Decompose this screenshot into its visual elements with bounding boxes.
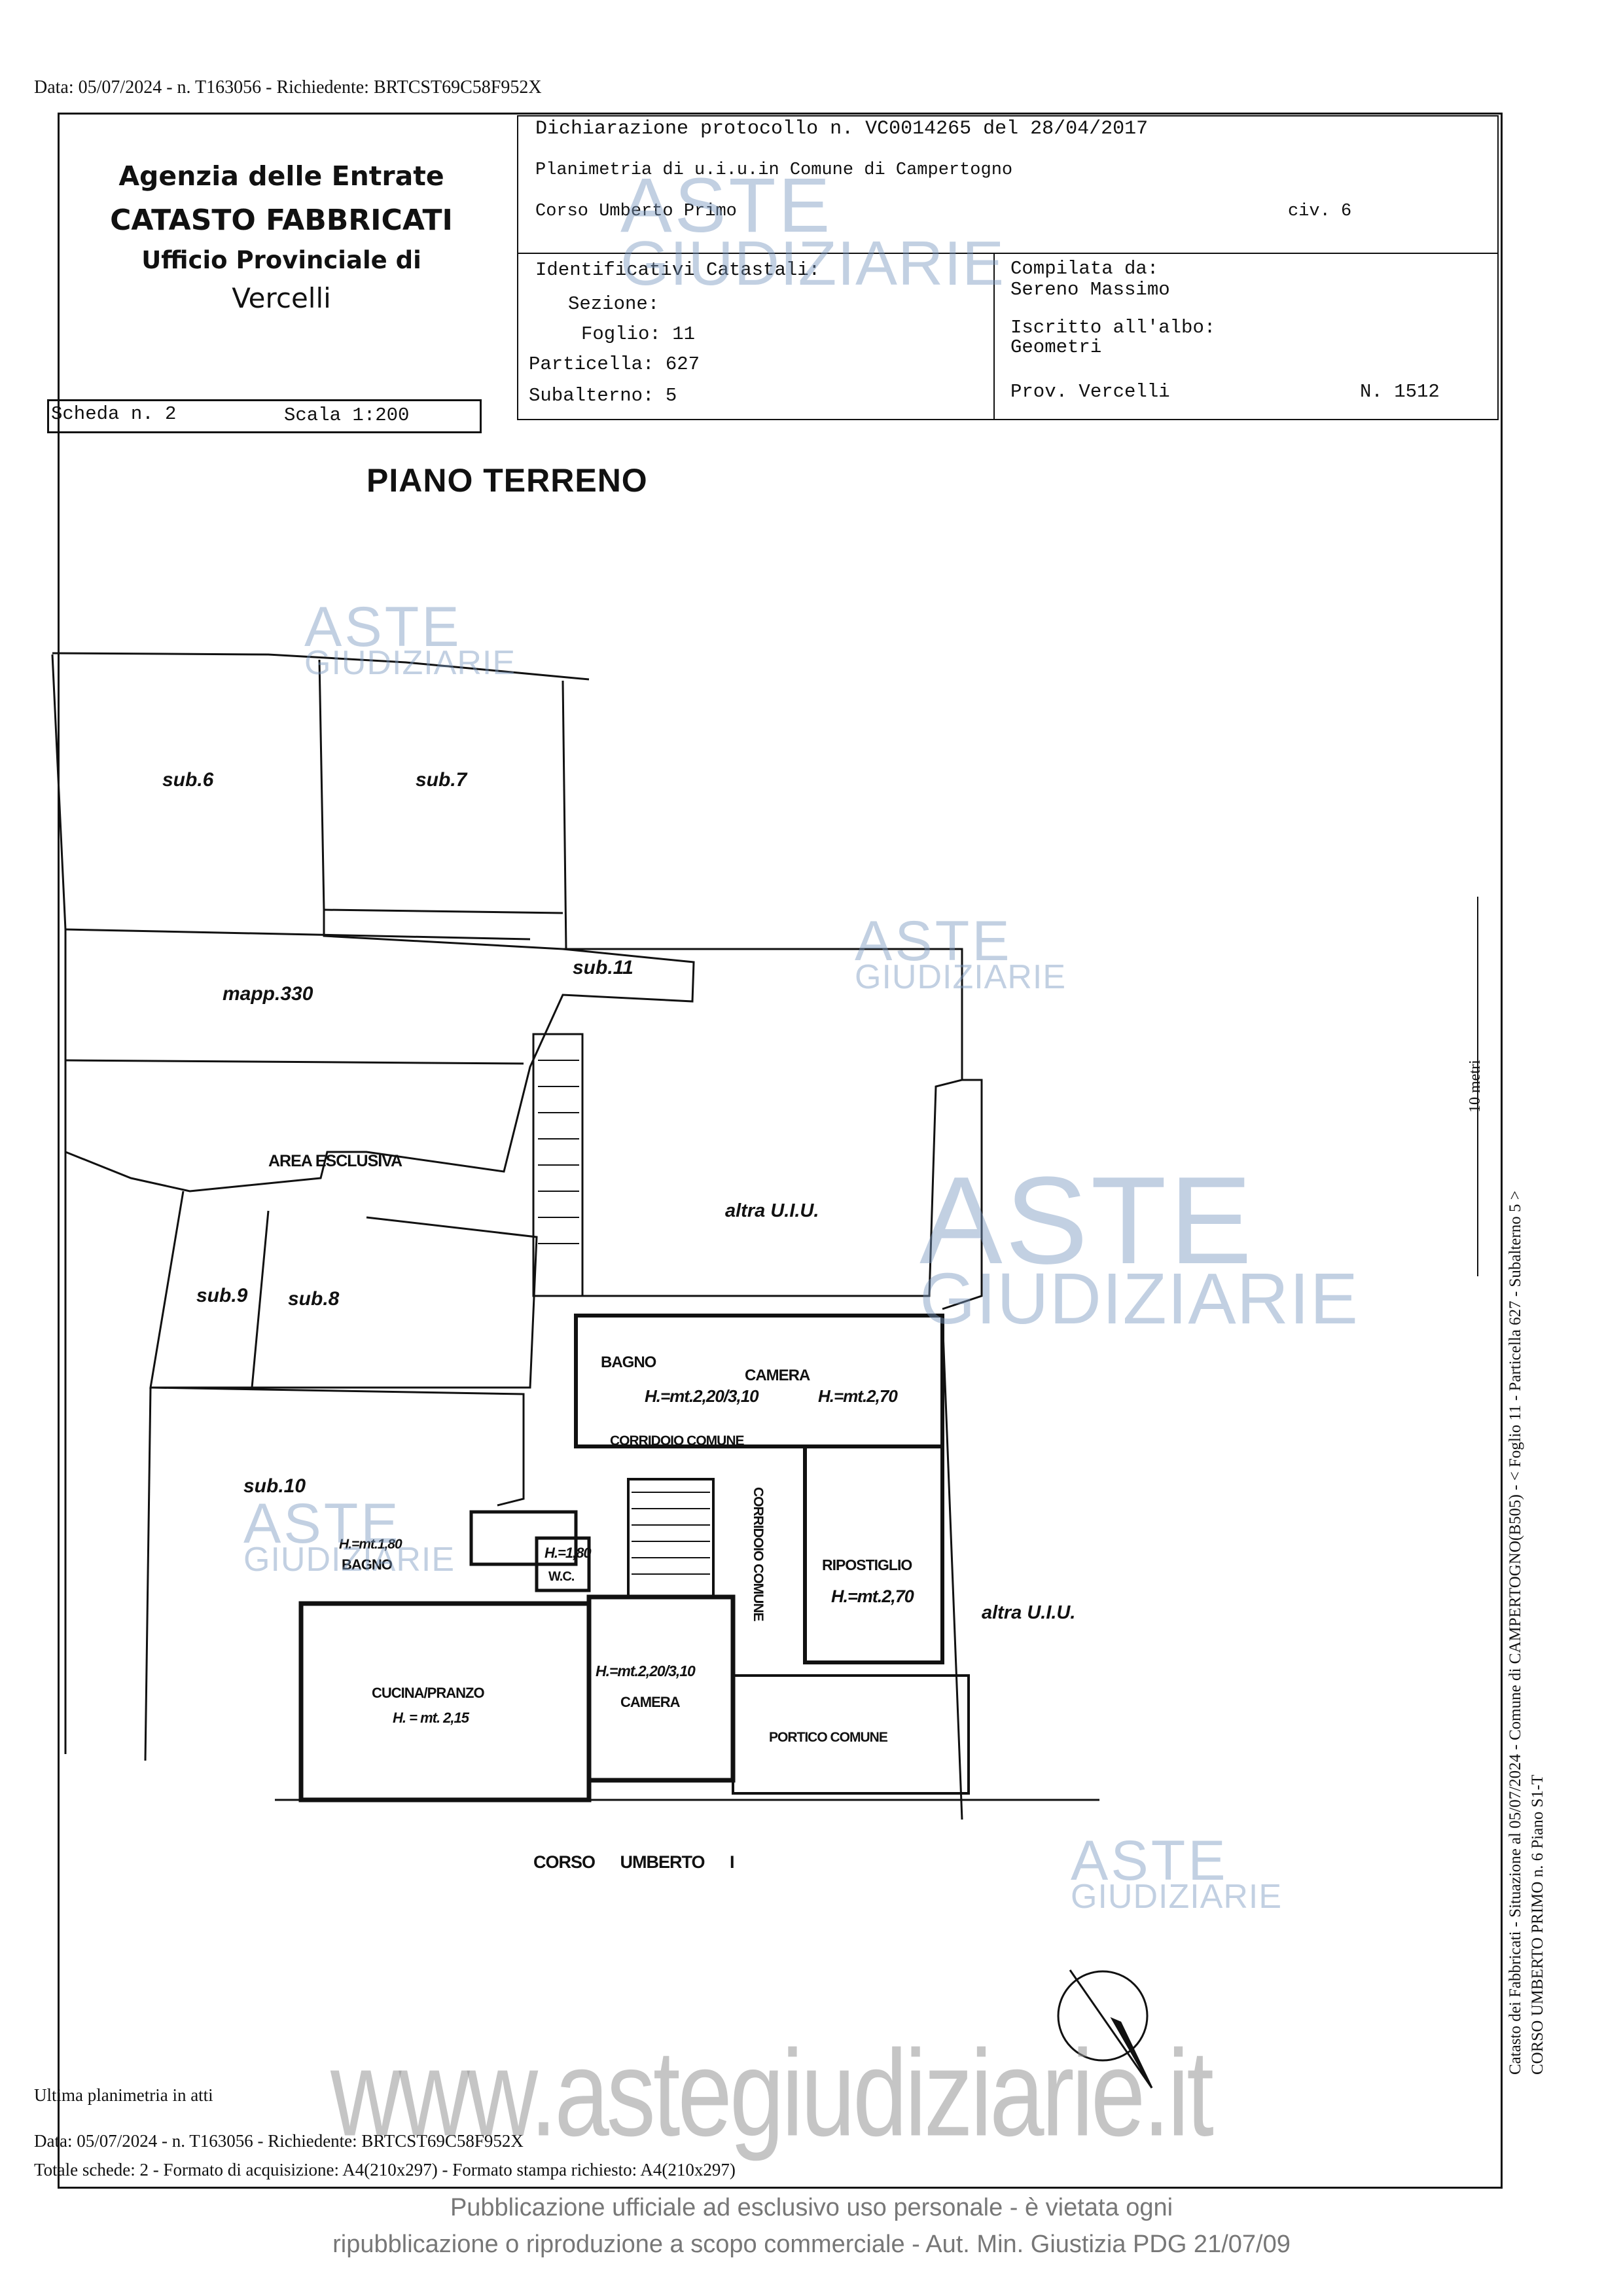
agency-city: Vercelli: [232, 282, 331, 314]
label-bagno-top: BAGNO: [601, 1354, 656, 1371]
label-wc: W.C.: [548, 1570, 575, 1584]
label-altra-uiu-right: altra U.I.U.: [982, 1602, 1076, 1623]
civic-number: civ. 6: [1288, 202, 1352, 221]
label-corridoio-h: CORRIDOIO COMUNE: [610, 1433, 744, 1448]
sezione: Sezione:: [568, 293, 660, 315]
agency-name: Agenzia delle Entrate: [118, 160, 444, 192]
identifiers-title: Identificativi Catastali:: [535, 259, 821, 281]
watermark-center: ASTE GIUDIZIARIE: [855, 910, 1067, 996]
top-stamp: Data: 05/07/2024 - n. T163056 - Richiede…: [34, 77, 542, 98]
watermark-lower-right: ASTE GIUDIZIARIE: [1071, 1829, 1283, 1916]
label-cucina: CUCINA/PRANZO: [372, 1685, 485, 1701]
label-sub11: sub.11: [573, 957, 633, 978]
label-h-camera-a: H.=mt.2,20/3,10: [645, 1386, 759, 1406]
label-camera-top: CAMERA: [745, 1367, 810, 1384]
label-street: CORSO UMBERTO I: [533, 1852, 735, 1872]
plan-title: PIANO TERRENO: [366, 462, 648, 499]
footer-notice-line2: ripubblicazione o riproduzione a scopo c…: [332, 2231, 1291, 2258]
label-sub10: sub.10: [243, 1475, 306, 1497]
street-line: Corso Umberto Primo: [535, 202, 737, 221]
agency-office: Ufficio Provinciale di: [141, 246, 421, 274]
label-sub7: sub.7: [416, 769, 467, 791]
label-h-camera-b: H.=mt.2,70: [818, 1386, 898, 1406]
label-sub6: sub.6: [162, 769, 214, 791]
label-h-camera-low: H.=mt.2,20/3,10: [596, 1662, 696, 1679]
compiler-box: [993, 253, 1499, 420]
compiled-title: Compilata da:: [1010, 258, 1159, 279]
label-bagno: BAGNO: [342, 1556, 393, 1573]
particella: Particella: 627: [529, 353, 700, 375]
label-h-cucina: H. = mt. 2,15: [393, 1710, 469, 1726]
watermark-upper-left: ASTE GIUDIZIARIE: [304, 596, 516, 682]
watermark-sub: GIUDIZIARIE: [620, 228, 1005, 298]
side-text-line2: CORSO UMBERTO PRIMO n. 6 Piano S1-T: [1529, 1774, 1546, 2075]
watermark-brand: ASTE: [620, 162, 833, 249]
label-portico: PORTICO COMUNE: [769, 1730, 888, 1745]
footer-ultima: Ultima planimetria in atti: [34, 2085, 213, 2105]
footer-website-watermark: www.astegiudiziarie.it: [330, 2024, 1214, 2162]
label-camera-low: CAMERA: [620, 1694, 681, 1710]
compiled-name: Sereno Massimo: [1010, 279, 1170, 300]
label-h-ripostiglio: H.=mt.2,70: [831, 1587, 914, 1606]
foglio: Foglio: 11: [581, 323, 696, 345]
label-area-esclusiva: AREA ESCLUSIVA: [268, 1152, 402, 1170]
label-scale-meters: 10 metri: [1467, 1060, 1484, 1113]
label-corridoio-v: CORRIDOIO COMUNE: [751, 1487, 766, 1621]
subalterno: Subalterno: 5: [529, 385, 677, 406]
label-mapp330: mapp.330: [223, 983, 313, 1005]
footer-notice-line1: Pubblicazione ufficiale ad esclusivo uso…: [450, 2194, 1173, 2221]
sheet-frame: [58, 113, 1503, 2189]
side-text-line1: Catasto dei Fabbricati - Situazione al 0…: [1507, 1191, 1524, 2075]
watermark-header: ASTE GIUDIZIARIE: [620, 167, 1005, 295]
agency-catasto: CATASTO FABBRICATI: [110, 204, 453, 237]
watermark-large: ASTE GIUDIZIARIE: [919, 1151, 1359, 1339]
agency-block: Agenzia delle Entrate CATASTO FABBRICATI…: [65, 160, 497, 314]
province: Prov. Vercelli: [1010, 381, 1170, 403]
label-h-wc: H.=1,80: [544, 1545, 592, 1561]
label-altra-uiu-top: altra U.I.U.: [725, 1200, 819, 1221]
watermark-lower-left: ASTE GIUDIZIARIE: [243, 1492, 455, 1579]
registration-number: N. 1512: [1360, 381, 1440, 403]
scheda-number: Scheda n. 2: [51, 403, 177, 425]
declaration-line: Dichiarazione protocollo n. VC0014265 de…: [535, 118, 1149, 140]
label-sub8: sub.8: [288, 1288, 340, 1310]
footer-stamp: Data: 05/07/2024 - n. T163056 - Richiede…: [34, 2131, 524, 2151]
scheda-box: [47, 399, 482, 433]
albo-value: Geometri: [1010, 336, 1102, 358]
footer-totale: Totale schede: 2 - Formato di acquisizio…: [34, 2160, 736, 2179]
planimetry-line: Planimetria di u.i.u.in Comune di Camper…: [535, 160, 1013, 180]
albo-title: Iscritto all'albo:: [1010, 317, 1216, 338]
label-h-bagno: H.=mt.1,80: [339, 1537, 402, 1552]
label-ripostiglio: RIPOSTIGLIO: [822, 1556, 912, 1573]
scale: Scala 1:200: [284, 404, 410, 426]
label-sub9: sub.9: [196, 1285, 248, 1306]
